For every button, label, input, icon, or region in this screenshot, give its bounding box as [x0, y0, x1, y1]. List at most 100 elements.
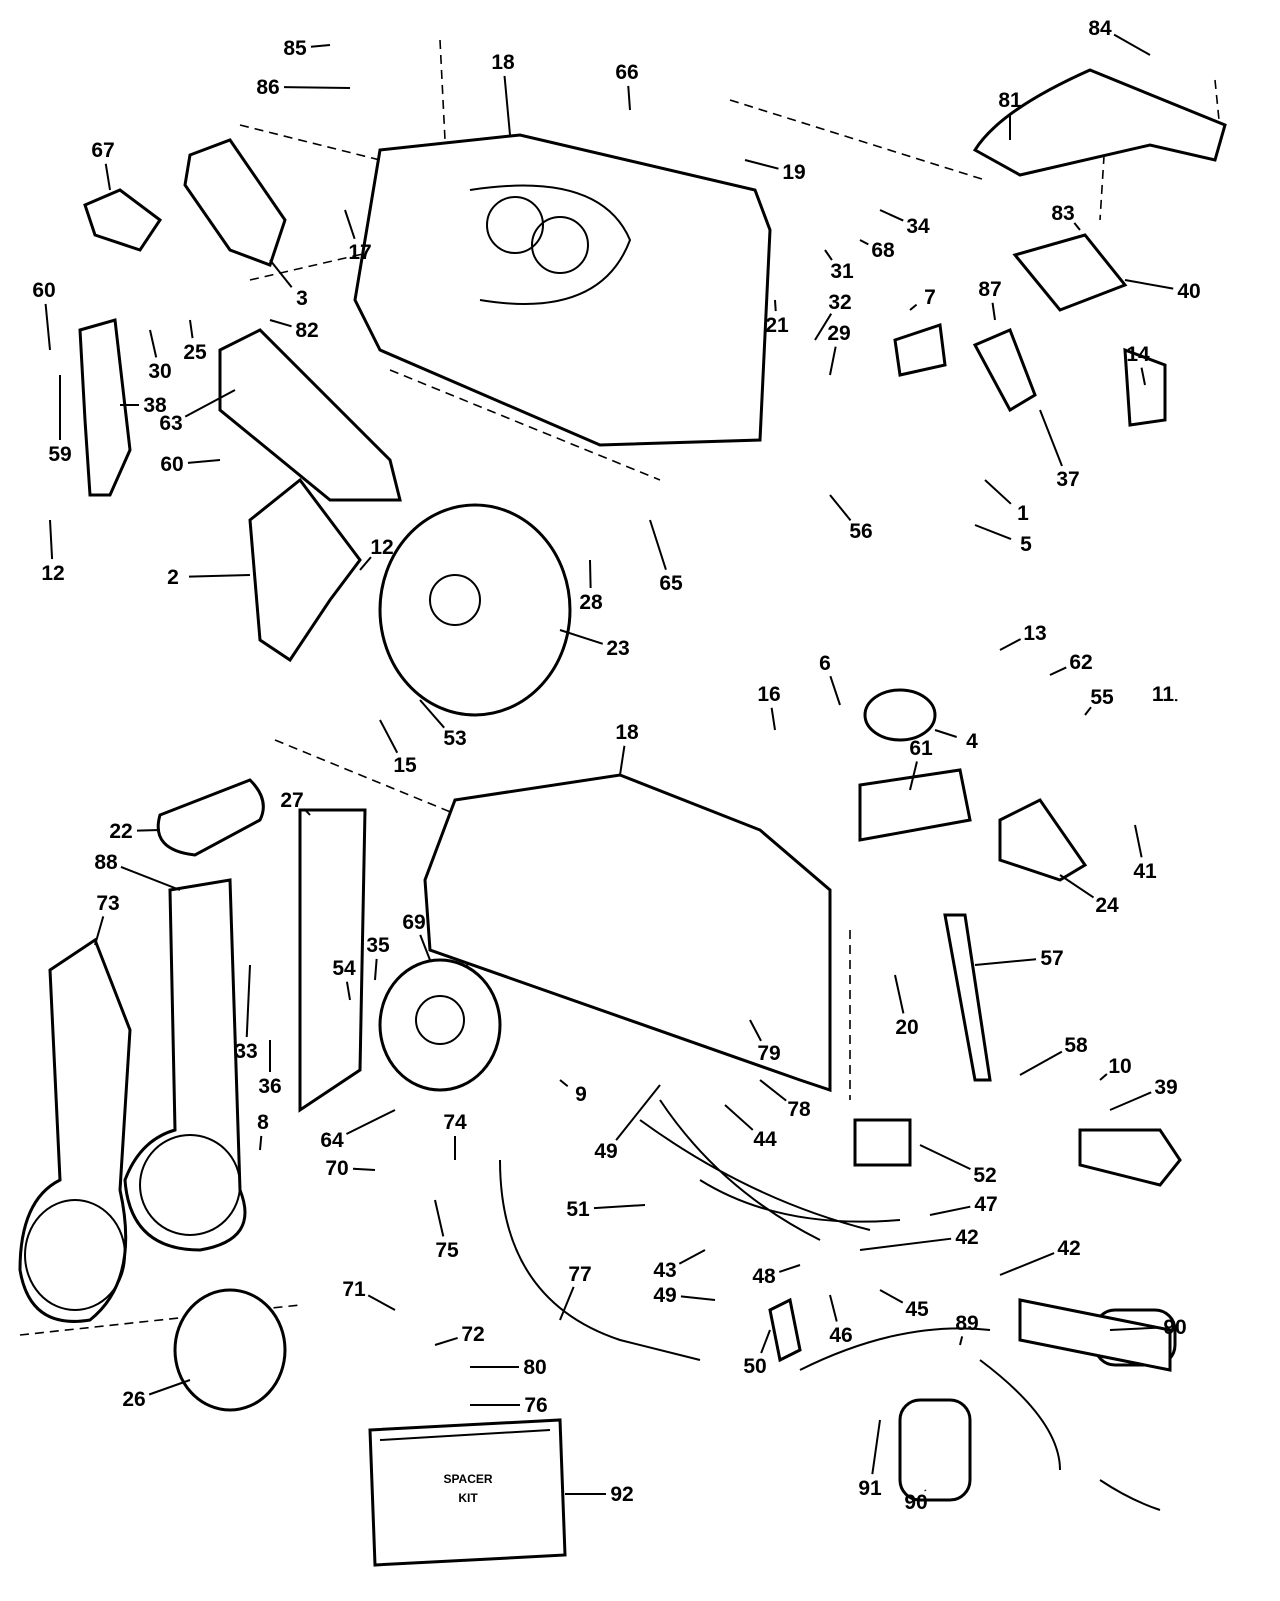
leader-line	[345, 981, 351, 1001]
part-callout-58: 58	[1064, 1034, 1088, 1057]
part-callout-59: 59	[48, 443, 71, 466]
leader-line	[346, 1109, 396, 1135]
leader-line	[559, 1286, 575, 1321]
leader-line	[974, 958, 1037, 966]
control-handle	[18, 937, 132, 1323]
leader-line	[269, 319, 292, 328]
part-callout-16: 16	[757, 683, 780, 706]
part-callout-40: 40	[1177, 280, 1200, 303]
part-callout-18: 18	[491, 51, 515, 74]
part-callout-63: 63	[159, 412, 182, 435]
shift-plate	[218, 328, 402, 502]
part-callout-6: 6	[819, 652, 831, 675]
leader-line	[44, 303, 51, 351]
leader-line	[149, 329, 158, 358]
part-callout-29: 29	[827, 322, 850, 345]
leader-line	[1099, 1073, 1108, 1081]
spacer-kit-box	[368, 1418, 567, 1567]
part-callout-90: 90	[904, 1491, 927, 1514]
leader-line	[929, 1205, 971, 1216]
leader-line	[434, 1199, 445, 1237]
part-callout-2: 2	[167, 566, 179, 589]
part-callout-36: 36	[258, 1075, 281, 1098]
part-callout-60: 60	[32, 279, 55, 302]
leader-line	[829, 494, 852, 522]
leader-line	[829, 346, 837, 376]
part-callout-47: 47	[974, 1193, 997, 1216]
leader-line	[919, 1144, 971, 1171]
part-callout-42: 42	[1057, 1237, 1080, 1260]
control-handle-arm	[123, 878, 247, 1252]
part-callout-38: 38	[143, 394, 167, 417]
leader-line	[1084, 706, 1092, 716]
part-callout-25: 25	[183, 341, 207, 364]
part-callout-72: 72	[461, 1323, 484, 1346]
part-callout-17: 17	[348, 241, 371, 264]
part-callout-80: 80	[523, 1356, 546, 1379]
part-callout-85: 85	[283, 37, 307, 60]
part-callout-31: 31	[830, 260, 854, 283]
part-callout-12: 12	[370, 536, 393, 559]
part-callout-22: 22	[109, 820, 132, 843]
part-callout-53: 53	[443, 727, 466, 750]
leader-line	[774, 299, 777, 312]
part-callout-14: 14	[1126, 343, 1150, 366]
leader-line	[148, 1379, 191, 1396]
part-callout-43: 43	[653, 1259, 676, 1282]
lower-cover	[423, 773, 832, 1093]
leader-line	[829, 675, 841, 706]
part-callout-69: 69	[402, 911, 425, 934]
part-callout-82: 82	[295, 319, 318, 342]
part-callout-60: 60	[160, 453, 183, 476]
part-callout-65: 65	[659, 572, 683, 595]
part-callout-49: 49	[594, 1140, 617, 1163]
part-callout-66: 66	[615, 61, 638, 84]
leader-line	[859, 239, 869, 246]
part-callout-4: 4	[966, 730, 978, 753]
upper-housing	[353, 133, 772, 447]
leader-line	[879, 209, 904, 222]
part-callout-3: 3	[296, 287, 308, 310]
leader-line	[680, 1295, 716, 1301]
part-callout-39: 39	[1154, 1076, 1177, 1099]
leader-line	[1059, 874, 1095, 899]
part-callout-27: 27	[280, 789, 303, 812]
part-callout-92: 92	[610, 1483, 633, 1506]
part-callout-32: 32	[828, 291, 851, 314]
leader-line	[814, 313, 833, 341]
part-callout-30: 30	[148, 360, 171, 383]
part-callout-1: 1	[1017, 502, 1029, 525]
part-callout-90: 90	[1163, 1316, 1186, 1339]
leader-line	[974, 524, 1012, 541]
leader-line	[924, 1489, 927, 1492]
part-callout-44: 44	[753, 1128, 777, 1151]
leader-line	[1073, 222, 1081, 231]
leader-line	[678, 1249, 706, 1265]
part-callout-74: 74	[443, 1111, 467, 1134]
leader-line	[344, 209, 356, 240]
part-callout-76: 76	[524, 1394, 547, 1417]
leader-line	[269, 259, 293, 288]
leader-line	[627, 85, 631, 111]
part-callout-67: 67	[91, 139, 114, 162]
part-callout-75: 75	[435, 1239, 459, 1262]
part-callout-56: 56	[849, 520, 872, 543]
leader-line	[879, 1289, 904, 1304]
leader-line	[593, 1204, 646, 1210]
leader-line	[871, 1419, 881, 1475]
leader-line	[94, 916, 105, 946]
part-callout-18: 18	[615, 721, 639, 744]
leader-line	[778, 1264, 801, 1273]
leader-line	[379, 719, 399, 754]
part-callout-79: 79	[757, 1042, 780, 1065]
leader-line	[824, 249, 833, 261]
gear-plate	[378, 503, 572, 717]
part-callout-70: 70	[325, 1157, 348, 1180]
part-callout-62: 62	[1069, 651, 1092, 674]
leader-line	[1134, 824, 1143, 858]
leader-line	[649, 519, 667, 571]
part-callout-51: 51	[566, 1198, 590, 1221]
part-callout-45: 45	[905, 1298, 929, 1321]
leader-line	[999, 1252, 1055, 1276]
